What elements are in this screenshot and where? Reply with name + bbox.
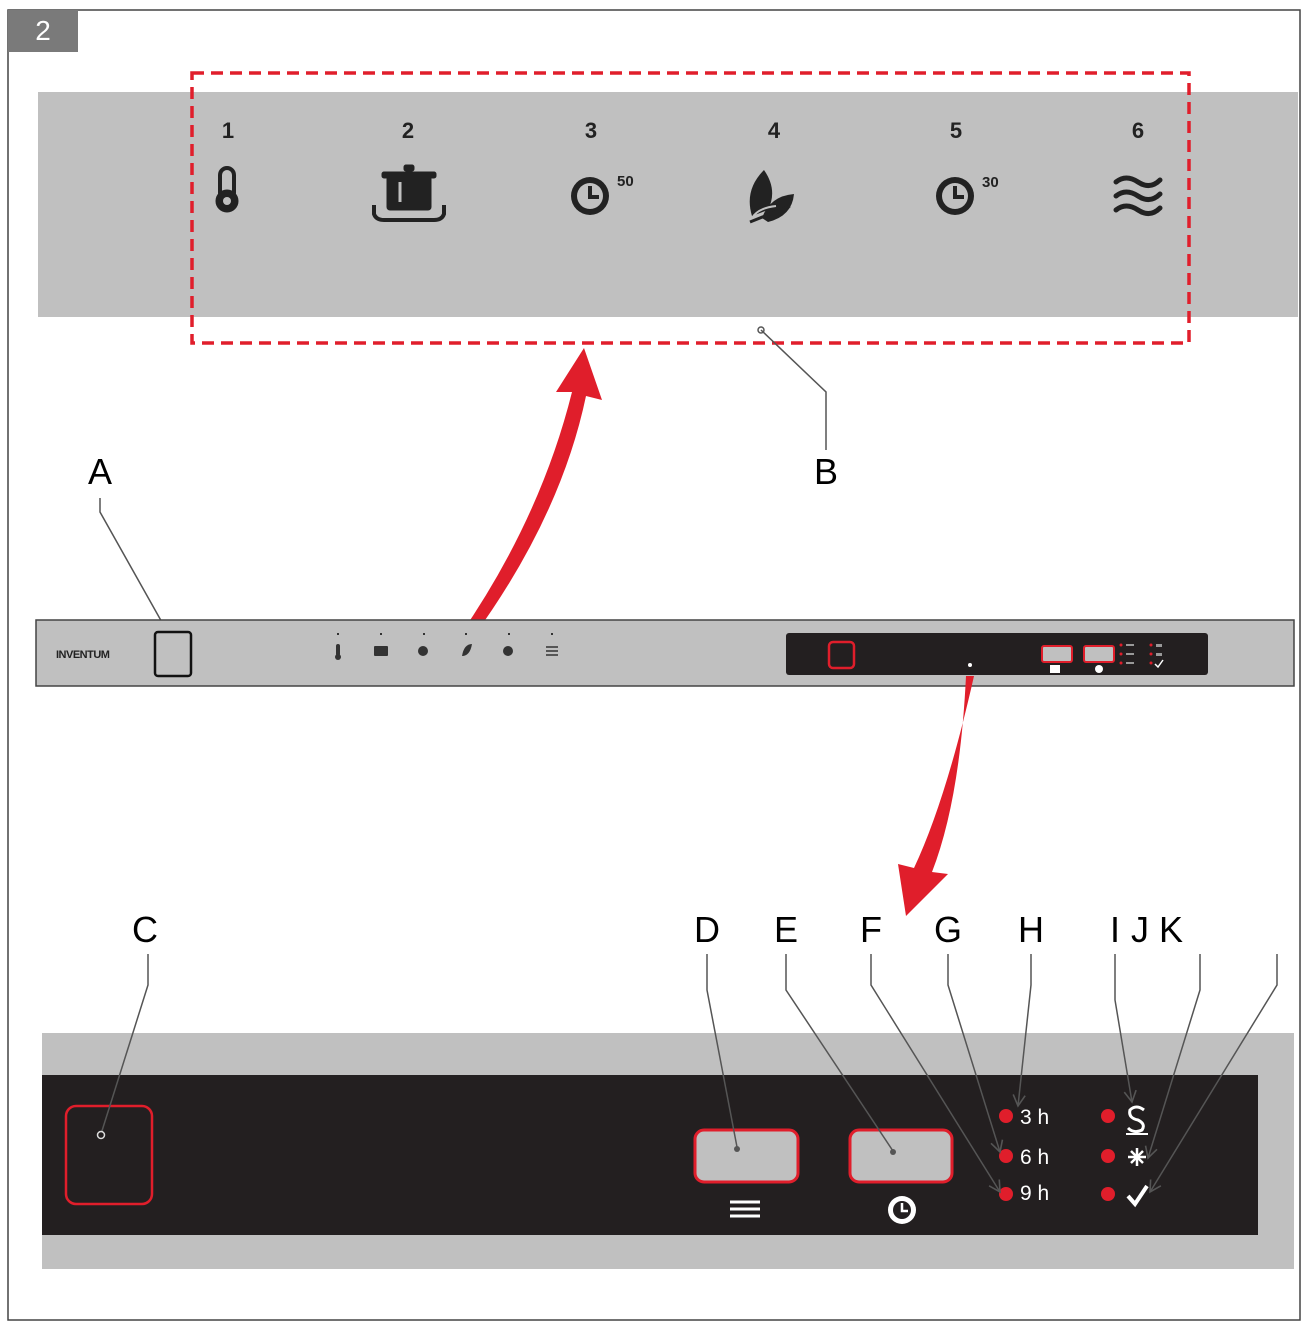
callout-j: J xyxy=(1131,909,1149,950)
wave-icon xyxy=(1113,175,1163,216)
clock-icon xyxy=(571,177,609,215)
callout-b: B xyxy=(814,451,838,492)
power-button[interactable] xyxy=(64,1104,154,1206)
callout-leader-lines xyxy=(100,954,1278,1194)
clock-badge-50: 50 xyxy=(617,173,634,190)
callout-h: H xyxy=(1018,909,1044,950)
checkmark-icon xyxy=(1126,1184,1149,1208)
clock-badge-30: 30 xyxy=(982,174,999,191)
rinse-aid-icon xyxy=(1128,1148,1146,1166)
door-handle[interactable] xyxy=(153,630,193,678)
program-number-4: 4 xyxy=(768,118,781,143)
callout-i: I xyxy=(1110,909,1120,950)
callout-f: F xyxy=(860,909,882,950)
callout-d: D xyxy=(694,909,720,950)
menu-lines-icon xyxy=(730,1200,760,1218)
pot-icon xyxy=(372,164,446,222)
leaf-icon xyxy=(749,170,794,224)
clock-icon xyxy=(888,1196,916,1224)
callout-e: E xyxy=(774,909,798,950)
salt-icon xyxy=(1126,1105,1148,1135)
brand-logo: INVENTUM xyxy=(56,649,110,661)
display-panel xyxy=(42,1075,1258,1235)
mini-delay-button[interactable] xyxy=(1083,645,1115,663)
program-number-5: 5 xyxy=(950,118,962,143)
thermometer-icon xyxy=(215,166,239,213)
clock-icon xyxy=(936,177,974,215)
callout-c: C xyxy=(132,909,158,950)
zoom-arrow-down xyxy=(898,676,974,916)
callout-line-b xyxy=(760,329,827,450)
figure-number-badge xyxy=(8,10,78,52)
program-number-2: 2 xyxy=(402,118,414,143)
timer-6h-label: 6 h xyxy=(1020,1146,1049,1169)
delay-button[interactable] xyxy=(848,1128,954,1184)
program-number-1: 1 xyxy=(222,118,234,143)
mini-power-button[interactable] xyxy=(827,640,856,670)
program-number-6: 6 xyxy=(1132,118,1144,143)
timer-3h-label: 3 h xyxy=(1020,1106,1049,1129)
callout-line-a xyxy=(99,498,169,634)
callout-k: K xyxy=(1159,909,1183,950)
zoom-arrow-up xyxy=(458,348,602,644)
program-strip xyxy=(38,92,1298,317)
mini-program-button[interactable] xyxy=(1041,645,1073,663)
program-number-3: 3 xyxy=(585,118,597,143)
program-button[interactable] xyxy=(693,1128,800,1184)
highlight-box xyxy=(190,71,1191,345)
timer-9h-label: 9 h xyxy=(1020,1182,1049,1205)
figure-number: 2 xyxy=(35,15,51,46)
callout-g: G xyxy=(934,909,962,950)
callout-a: A xyxy=(88,451,112,492)
figure-frame xyxy=(7,9,1301,1321)
mini-indicator-labels xyxy=(1126,644,1162,664)
status-leds xyxy=(1101,1109,1115,1201)
mini-indicator-leds xyxy=(1119,643,1153,665)
mini-display-area xyxy=(786,633,1208,675)
mini-program-icons xyxy=(335,633,558,660)
